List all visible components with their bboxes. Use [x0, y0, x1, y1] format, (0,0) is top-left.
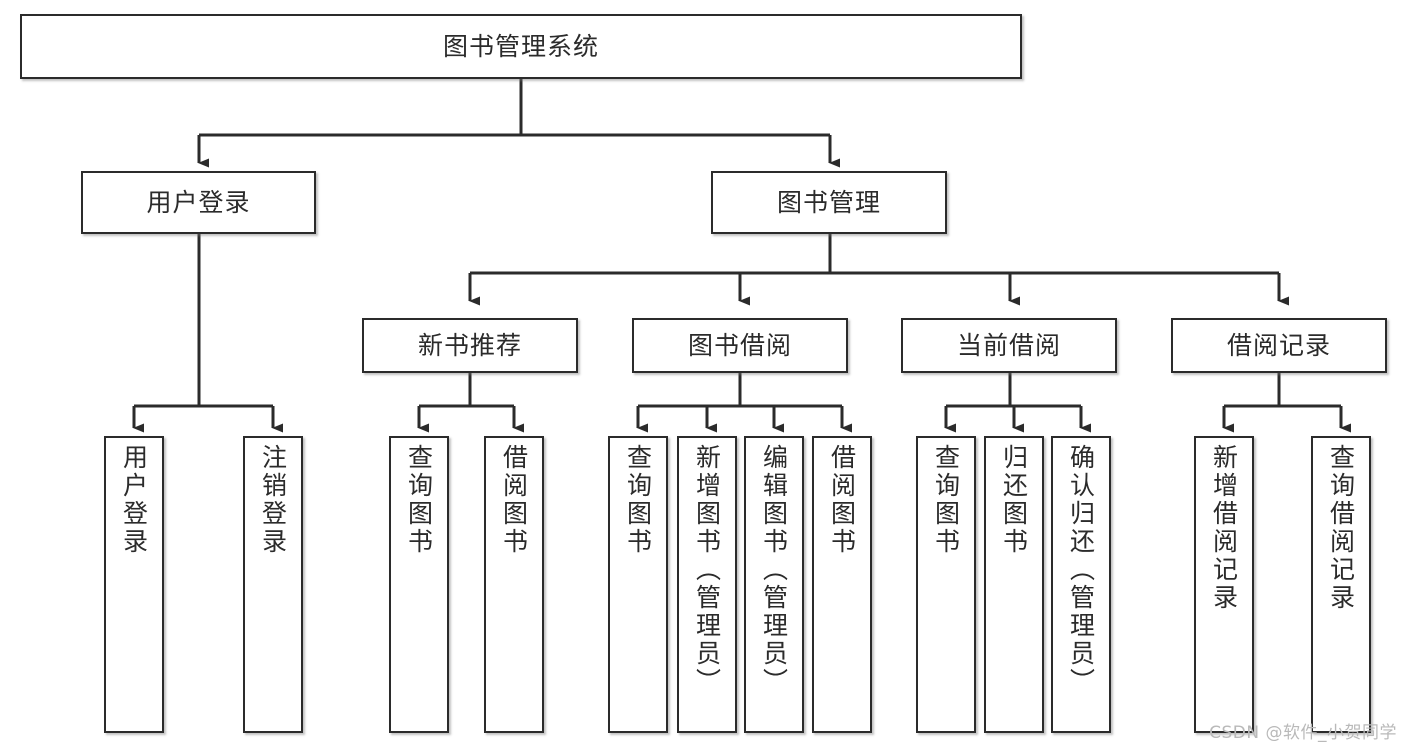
node-label: 用户登录	[146, 187, 251, 217]
leaf-borrow-record-add[interactable]: 新增借阅记录	[1194, 436, 1254, 733]
node-user-login[interactable]: 用户登录	[81, 171, 316, 234]
csdn-watermark: CSDN @软件_小贺同学	[1209, 723, 1397, 743]
leaf-book-borrow-borrow[interactable]: 借阅图书	[812, 436, 872, 733]
node-root-system[interactable]: 图书管理系统	[20, 14, 1022, 79]
node-label: 图书借阅	[687, 330, 792, 360]
leaf-current-borrow-confirm[interactable]: 确认归还（管理员）	[1051, 436, 1111, 733]
node-label: 借阅图书	[499, 444, 529, 556]
node-new-book-recommend[interactable]: 新书推荐	[362, 318, 578, 373]
leaf-book-borrow-add[interactable]: 新增图书（管理员）	[677, 436, 737, 733]
node-label: 用户登录	[119, 444, 149, 556]
node-label: 查询图书	[623, 444, 653, 556]
node-label: 当前借阅	[956, 330, 1061, 360]
leaf-current-borrow-query[interactable]: 查询图书	[916, 436, 976, 733]
node-label: 新增借阅记录	[1209, 444, 1239, 612]
node-label: 借阅图书	[827, 444, 857, 556]
node-label: 确认归还（管理员）	[1066, 444, 1096, 696]
node-label: 查询借阅记录	[1326, 444, 1356, 612]
leaf-book-borrow-edit[interactable]: 编辑图书（管理员）	[744, 436, 804, 733]
node-borrow-record[interactable]: 借阅记录	[1171, 318, 1387, 373]
node-book-borrow[interactable]: 图书借阅	[632, 318, 848, 373]
node-label: 新增图书（管理员）	[692, 444, 722, 696]
node-label: 注销登录	[258, 444, 288, 556]
node-label: 图书管理系统	[442, 31, 599, 61]
leaf-current-borrow-return[interactable]: 归还图书	[984, 436, 1044, 733]
node-label: 图书管理	[776, 187, 881, 217]
leaf-new-book-borrow[interactable]: 借阅图书	[484, 436, 544, 733]
node-label: 借阅记录	[1226, 330, 1331, 360]
leaf-user-login-logout[interactable]: 注销登录	[243, 436, 303, 733]
node-label: 编辑图书（管理员）	[759, 444, 789, 696]
node-book-management[interactable]: 图书管理	[711, 171, 947, 234]
leaf-book-borrow-query[interactable]: 查询图书	[608, 436, 668, 733]
node-label: 新书推荐	[417, 330, 522, 360]
node-label: 查询图书	[931, 444, 961, 556]
leaf-user-login-login[interactable]: 用户登录	[104, 436, 164, 733]
leaf-new-book-query[interactable]: 查询图书	[389, 436, 449, 733]
node-current-borrow[interactable]: 当前借阅	[901, 318, 1117, 373]
node-label: 归还图书	[999, 444, 1029, 556]
leaf-borrow-record-query[interactable]: 查询借阅记录	[1311, 436, 1371, 733]
node-label: 查询图书	[404, 444, 434, 556]
